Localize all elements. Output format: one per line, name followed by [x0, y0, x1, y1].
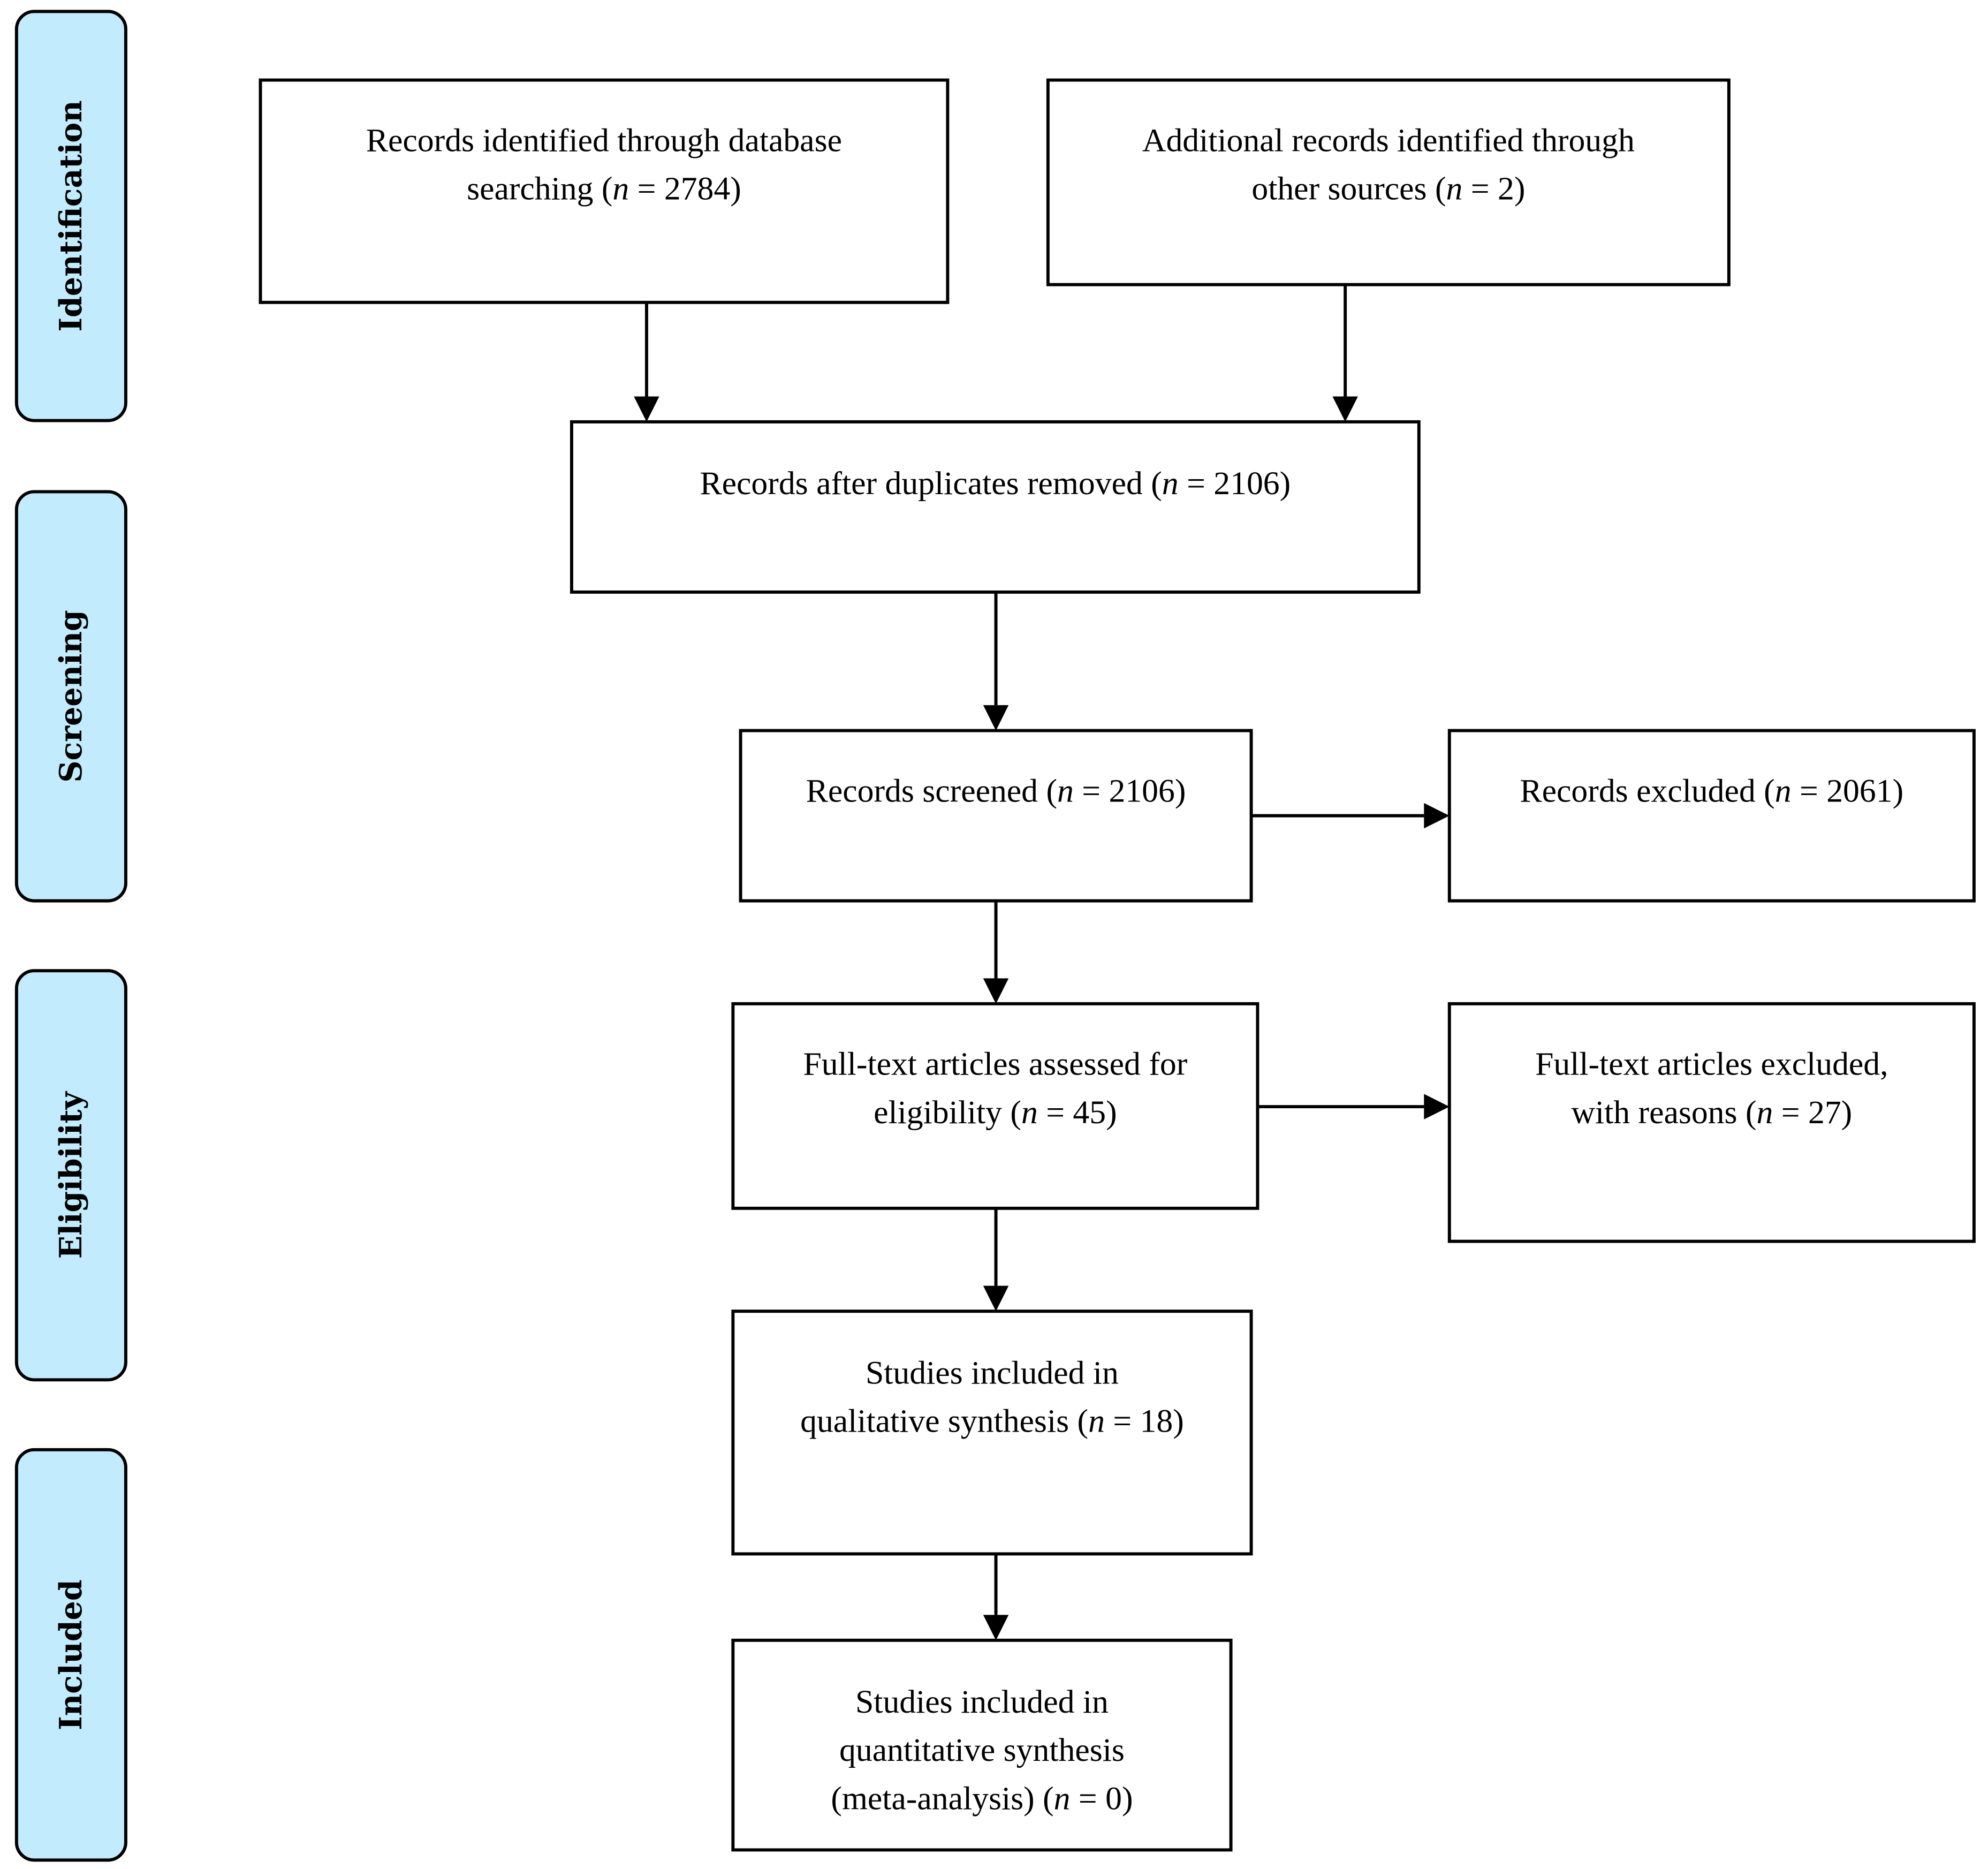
flow-arrow	[1332, 284, 1358, 422]
text-segment: Records identified through database	[366, 122, 842, 158]
text-segment: Records screened (	[806, 773, 1057, 809]
phase-label: Eligibility	[54, 1091, 89, 1259]
box-text-line: Studies included in	[855, 1684, 1109, 1720]
text-segment: = 0)	[1070, 1780, 1133, 1817]
box-border	[731, 1310, 1253, 1556]
box-border	[731, 1002, 1259, 1210]
sample-size-symbol: n	[1057, 773, 1074, 809]
box-text-line: quantitative synthesis	[839, 1732, 1125, 1768]
text-segment: other sources (	[1251, 171, 1446, 207]
box-border	[259, 78, 950, 304]
box-fulltext-assessed: Full-text articles assessed for eligibili…	[731, 1002, 1259, 1210]
text-segment: Records after duplicates removed (	[700, 465, 1162, 502]
text-segment: Studies included in	[855, 1684, 1109, 1720]
box-other-sources: Additional records identified through oth…	[1046, 78, 1731, 286]
text-segment: = 2106)	[1074, 773, 1186, 809]
box-text-line: searching (n = 2784)	[467, 171, 741, 207]
text-segment: with reasons (	[1571, 1094, 1756, 1131]
text-segment: = 2106)	[1179, 465, 1291, 502]
arrow-head-icon	[1424, 1094, 1450, 1119]
sample-size-symbol: n	[1446, 171, 1462, 207]
box-text-line: Records screened (n = 2106)	[806, 773, 1186, 809]
box-text-line: Records identified through database	[366, 122, 842, 158]
flow-arrow	[983, 1208, 1009, 1312]
box-border	[1447, 1002, 1976, 1243]
text-segment: Full-text articles assessed for	[803, 1046, 1187, 1083]
phase-identification: Identification	[14, 10, 127, 422]
flow-arrow	[634, 286, 659, 422]
box-text-line: eligibility (n = 45)	[874, 1094, 1117, 1131]
phase-included: Included	[14, 1448, 127, 1862]
box-text-line: Additional records identified through	[1142, 122, 1635, 158]
arrow-head-icon	[983, 978, 1009, 1004]
sample-size-symbol: n	[1775, 773, 1792, 809]
arrow-head-icon	[634, 396, 659, 422]
box-qualitative-synthesis: Studies included in qualitative synthesis…	[731, 1310, 1253, 1556]
flow-arrow	[1251, 803, 1450, 829]
box-border	[739, 729, 1253, 903]
text-segment: = 18)	[1105, 1403, 1184, 1440]
arrow-head-icon	[983, 705, 1009, 731]
phase-bar	[14, 969, 127, 1382]
text-segment: Additional records identified through	[1142, 122, 1635, 158]
phase-bar	[14, 1448, 127, 1862]
sample-size-symbol: n	[1757, 1094, 1773, 1131]
phase-label: Included	[54, 1579, 89, 1730]
box-fulltext-excluded: Full-text articles excluded, with reasons…	[1447, 1002, 1976, 1243]
box-border	[1447, 729, 1976, 903]
sample-size-symbol: n	[1021, 1094, 1038, 1131]
sample-size-symbol: n	[1088, 1403, 1105, 1440]
text-segment: Studies included in	[866, 1355, 1119, 1391]
text-segment: = 2)	[1462, 171, 1525, 207]
box-text-line: Full-text articles assessed for	[803, 1046, 1187, 1083]
box-text-line: Records after duplicates removed (n = 21…	[700, 465, 1291, 502]
text-segment: searching (	[467, 171, 612, 207]
text-segment: qualitative synthesis (	[800, 1403, 1088, 1440]
arrow-head-icon	[1332, 396, 1358, 422]
flow-arrow	[1257, 1094, 1450, 1119]
text-segment: = 2784)	[629, 171, 741, 207]
flow-arrow	[983, 901, 1009, 1004]
box-text-line: Full-text articles excluded,	[1535, 1046, 1888, 1083]
box-border	[1046, 78, 1731, 286]
arrow-head-icon	[983, 1615, 1009, 1640]
text-segment: (meta-analysis) (	[831, 1780, 1053, 1817]
box-text-line: Records excluded (n = 2061)	[1520, 773, 1904, 809]
box-text-line: qualitative synthesis (n = 18)	[800, 1403, 1184, 1440]
phase-label: Screening	[54, 610, 89, 782]
box-border	[731, 1638, 1233, 1852]
box-text-line: other sources (n = 2)	[1251, 171, 1525, 207]
box-records-excluded: Records excluded (n = 2061)	[1447, 729, 1976, 903]
arrow-head-icon	[1424, 803, 1450, 829]
box-duplicates-removed: Records after duplicates removed (n = 21…	[570, 420, 1421, 594]
box-quantitative-synthesis: Studies included in quantitative synthesi…	[731, 1638, 1233, 1852]
box-records-screened: Records screened (n = 2106)	[739, 729, 1253, 903]
phase-bar	[14, 10, 127, 422]
text-segment: eligibility (	[874, 1094, 1021, 1131]
box-text-line: (meta-analysis) (n = 0)	[831, 1780, 1133, 1817]
box-text-line: with reasons (n = 27)	[1571, 1094, 1852, 1131]
sample-size-symbol: n	[612, 171, 629, 207]
flow-arrow	[983, 592, 1009, 731]
text-segment: = 27)	[1773, 1094, 1852, 1131]
phase-bar	[14, 490, 127, 903]
sample-size-symbol: n	[1162, 465, 1179, 502]
phase-label: Identification	[54, 100, 89, 331]
phase-screening: Screening	[14, 490, 127, 903]
box-border	[570, 420, 1421, 594]
arrow-head-icon	[983, 1285, 1009, 1312]
box-database-records: Records identified through database searc…	[259, 78, 950, 304]
text-segment: = 2061)	[1792, 773, 1904, 809]
phase-eligibility: Eligibility	[14, 969, 127, 1382]
text-segment: Full-text articles excluded,	[1535, 1046, 1888, 1083]
sample-size-symbol: n	[1054, 1780, 1071, 1817]
text-segment: quantitative synthesis	[839, 1732, 1125, 1768]
box-text-line: Studies included in	[866, 1355, 1119, 1391]
text-segment: = 45)	[1038, 1094, 1117, 1131]
text-segment: Records excluded (	[1520, 773, 1775, 809]
